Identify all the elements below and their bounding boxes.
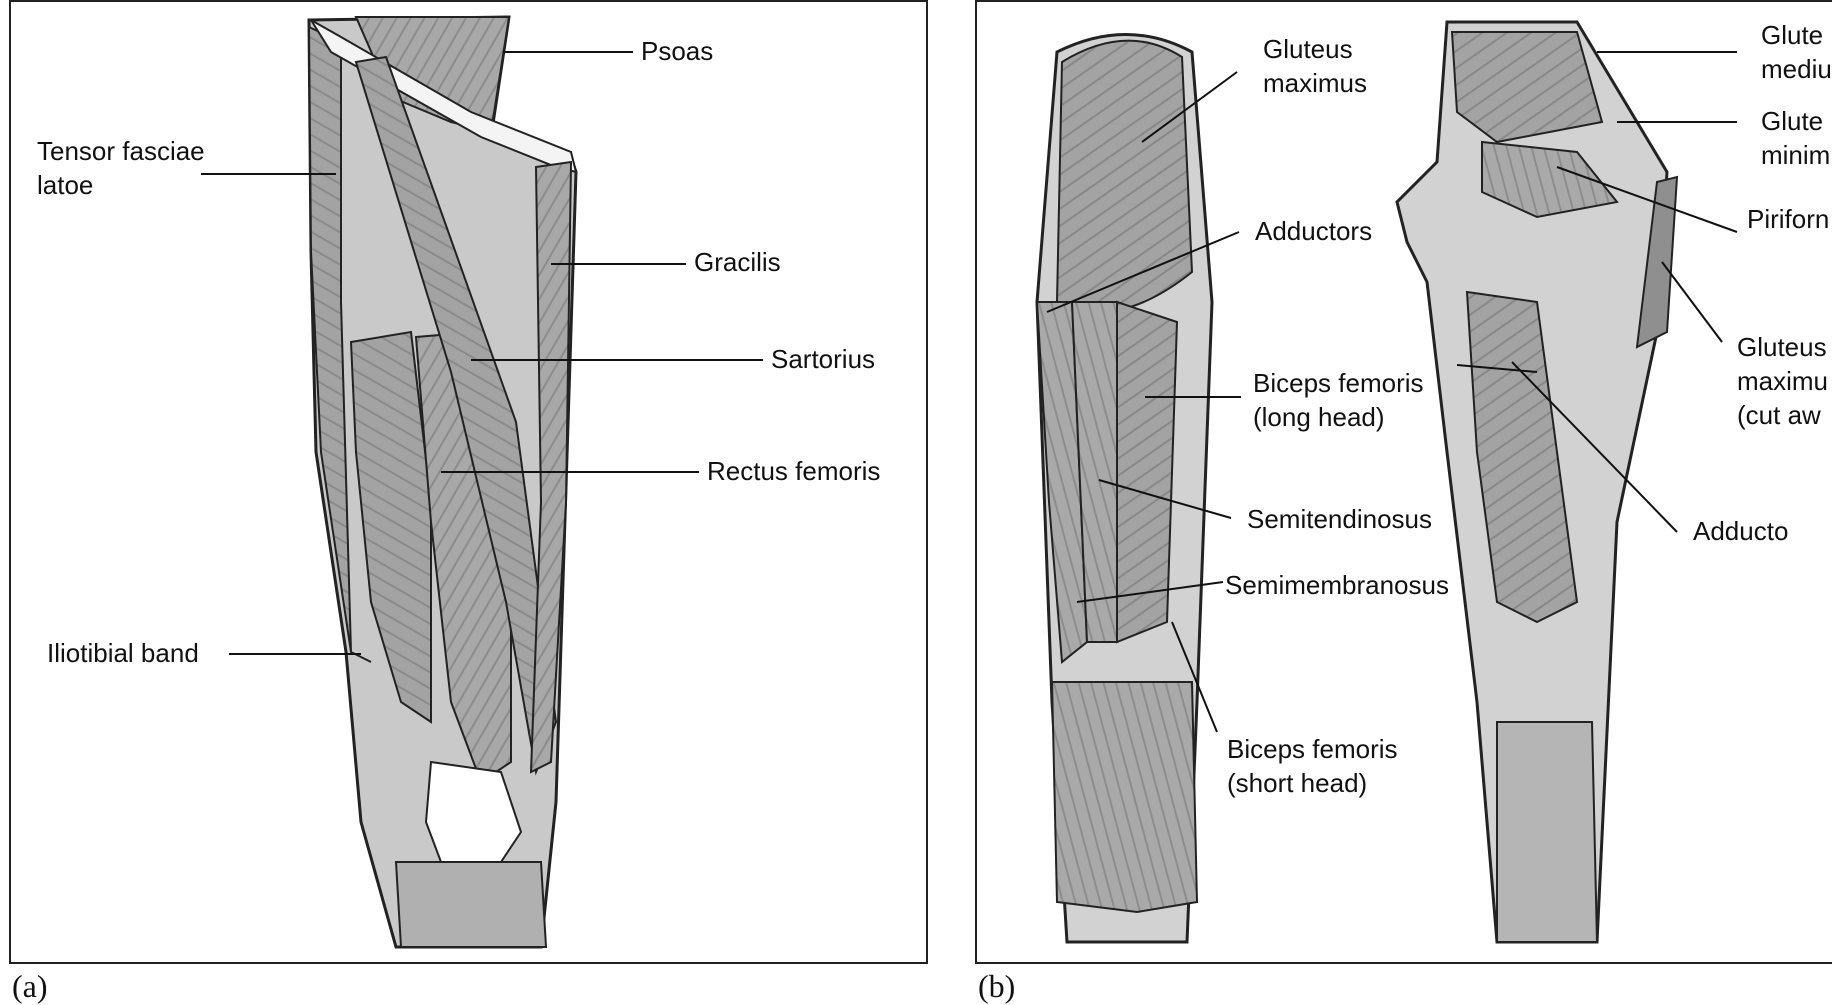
label-iliotibial-band: Iliotibial band xyxy=(47,638,199,668)
label-gluteus-cut-line2: maximu xyxy=(1737,366,1829,396)
label-adductor-right: Adducto xyxy=(1693,516,1789,546)
label-semimembranosus: Semimembranosus xyxy=(1225,570,1449,600)
vastus-lateralis-muscle xyxy=(349,330,432,724)
label-gluteus-cut-line1: Gluteus xyxy=(1737,332,1827,362)
label-tensor-line2: latoe xyxy=(37,170,94,200)
lower-leg-deep xyxy=(1496,721,1599,943)
leader-gluteus-cut xyxy=(1661,261,1723,343)
label-gluteus-cut-line3: (cut aw xyxy=(1737,400,1821,430)
label-piriformis: Piriforn xyxy=(1747,204,1830,234)
label-biceps-long-line2: (long head) xyxy=(1253,402,1385,432)
label-adductors: Adductors xyxy=(1255,216,1373,246)
label-gluteus-minimus-line1: Glute xyxy=(1761,106,1824,136)
leader-adductors xyxy=(1046,231,1240,313)
piriformis-muscle xyxy=(1481,140,1619,219)
label-biceps-long-line1: Biceps femoris xyxy=(1253,368,1424,398)
gracilis-muscle xyxy=(529,160,573,774)
leader-semimembranosus xyxy=(1076,581,1224,603)
panel-a-anterior-thigh: Psoas Tensor fasciae latoe Gracilis Sart… xyxy=(9,0,928,964)
caption-a: (a) xyxy=(12,968,48,1004)
calf-muscle xyxy=(1050,681,1199,914)
label-gluteus-maximus-line1: Gluteus xyxy=(1263,34,1353,64)
lower-leg xyxy=(394,861,548,948)
label-gluteus-medius-line1: Glute xyxy=(1761,20,1824,50)
leader-piriformis xyxy=(1556,166,1738,233)
gluteus-cut-muscle xyxy=(1635,175,1679,349)
gluteus-medius-muscle xyxy=(1450,31,1604,144)
anterior-thigh-illustration xyxy=(201,15,763,949)
label-gluteus-maximus-line2: maximus xyxy=(1263,68,1368,98)
leader-adductor-right-2 xyxy=(1456,364,1538,373)
leader-adductor-right xyxy=(1511,361,1678,533)
label-sartorius: Sartorius xyxy=(771,344,876,374)
leader-semitendinosus xyxy=(1098,479,1232,519)
label-semitendinosus: Semitendinosus xyxy=(1247,504,1432,534)
caption-b: (b) xyxy=(978,968,1016,1004)
label-tensor-line1: Tensor fasciae xyxy=(37,136,205,166)
label-gluteus-medius-line2: mediu xyxy=(1761,54,1832,84)
adductor-muscle xyxy=(1035,301,1089,664)
leader-biceps-short xyxy=(1171,621,1218,733)
leader-gluteus-maximus xyxy=(1141,71,1238,143)
posterior-thigh-illustration xyxy=(1035,20,1738,944)
label-gluteus-minimus-line2: minim xyxy=(1761,140,1831,170)
label-psoas: Psoas xyxy=(641,36,714,66)
tensor-fasciae-muscle xyxy=(307,25,372,663)
label-biceps-short-line2: (short head) xyxy=(1227,768,1368,798)
label-rectus-femoris: Rectus femoris xyxy=(707,456,881,486)
label-biceps-short-line1: Biceps femoris xyxy=(1227,734,1398,764)
label-gracilis: Gracilis xyxy=(694,247,781,277)
panel-b-posterior-thigh: Gluteus maximus Adductors Biceps femoris… xyxy=(975,0,1832,964)
biceps-femoris-long-muscle xyxy=(1116,300,1179,644)
adductor-deep-muscle xyxy=(1465,290,1579,624)
gluteus-maximus-muscle xyxy=(1055,39,1194,313)
